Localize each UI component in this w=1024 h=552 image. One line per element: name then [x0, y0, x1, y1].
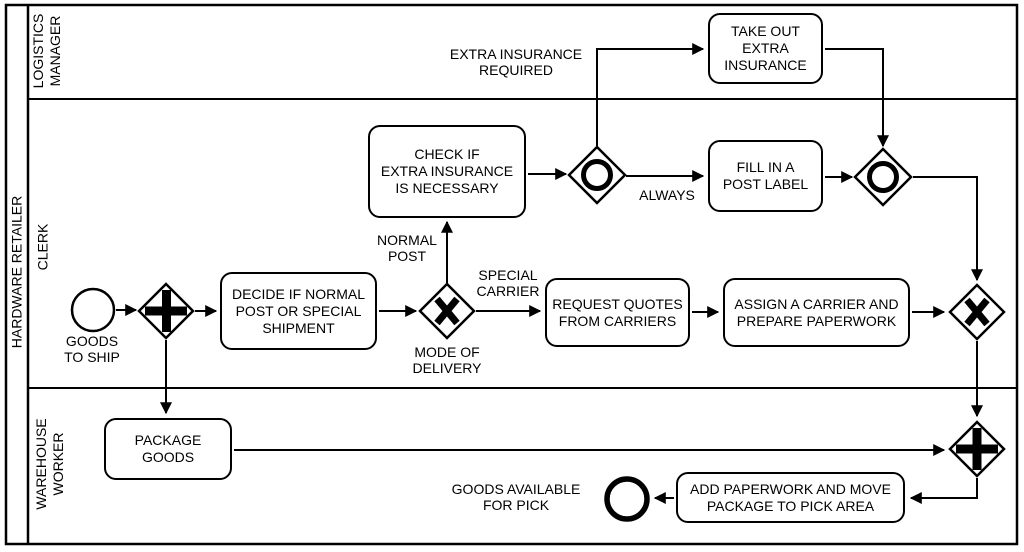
end-event-circle	[604, 476, 650, 522]
pool-label-hardware-retailer: HARDWARE RETAILER	[8, 195, 25, 349]
label-mode-of-delivery: MODE OF DELIVERY	[412, 344, 482, 376]
gateway-diamond	[853, 147, 913, 207]
gateway-exclusive-carrier-join	[948, 283, 1006, 341]
task-assign-carrier-prepare-paperwork: ASSIGN A CARRIER AND PREPARE PAPERWORK	[723, 278, 910, 347]
label-normal-post: NORMAL POST	[377, 232, 437, 264]
parallel-gateway-icon	[956, 428, 998, 470]
flow-take-out-to-inclusive-join	[825, 48, 889, 148]
gateway-exclusive-mode-of-delivery	[418, 282, 476, 340]
start-event-label: GOODS TO SHIP	[64, 333, 120, 365]
gateway-diamond	[567, 145, 627, 205]
task-package-goods: PACKAGE GOODS	[104, 418, 232, 480]
inclusive-gateway-icon	[867, 161, 899, 193]
gateway-parallel-split	[137, 282, 195, 340]
gateway-inclusive-join	[853, 147, 913, 207]
gateway-parallel-package-join	[948, 420, 1006, 478]
lane-label-logistics-manager: LOGISTICS MANAGER	[30, 13, 63, 89]
label-extra-insurance-required: EXTRA INSURANCE REQUIRED	[449, 46, 583, 78]
sequence-flows	[116, 43, 983, 504]
exclusive-gateway-icon	[964, 297, 990, 327]
end-event-label: GOODS AVAILABLE FOR PICK	[451, 481, 581, 513]
parallel-gateway-icon	[145, 290, 187, 332]
pool-border	[4, 3, 1019, 546]
flow-package-join-to-add-paperwork	[909, 478, 978, 504]
task-request-quotes-from-carriers: REQUEST QUOTES FROM CARRIERS	[545, 278, 690, 347]
task-fill-in-post-label: FILL IN A POST LABEL	[708, 140, 823, 212]
flow-inclusive-split-to-take-out	[596, 43, 705, 146]
task-check-if-extra-insurance-necessary: CHECK IF EXTRA INSURANCE IS NECESSARY	[368, 125, 526, 218]
lane-label-clerk: CLERK	[34, 223, 51, 271]
inclusive-gateway-icon	[581, 159, 613, 191]
gateway-inclusive-split	[567, 145, 627, 205]
task-decide-normal-or-special: DECIDE IF NORMAL POST OR SPECIAL SHIPMEN…	[220, 272, 377, 350]
start-event-circle	[70, 287, 116, 333]
flow-inclusive-join-to-carrier-join	[913, 176, 983, 282]
label-special-carrier: SPECIAL CARRIER	[476, 267, 540, 299]
exclusive-gateway-icon	[434, 296, 460, 326]
lane-label-warehouse-worker: WAREHOUSE WORKER	[33, 418, 66, 510]
task-add-paperwork-move-package: ADD PAPERWORK AND MOVE PACKAGE TO PICK A…	[676, 472, 905, 523]
label-always: ALWAYS	[639, 187, 695, 203]
task-take-out-extra-insurance: TAKE OUT EXTRA INSURANCE	[708, 13, 823, 84]
